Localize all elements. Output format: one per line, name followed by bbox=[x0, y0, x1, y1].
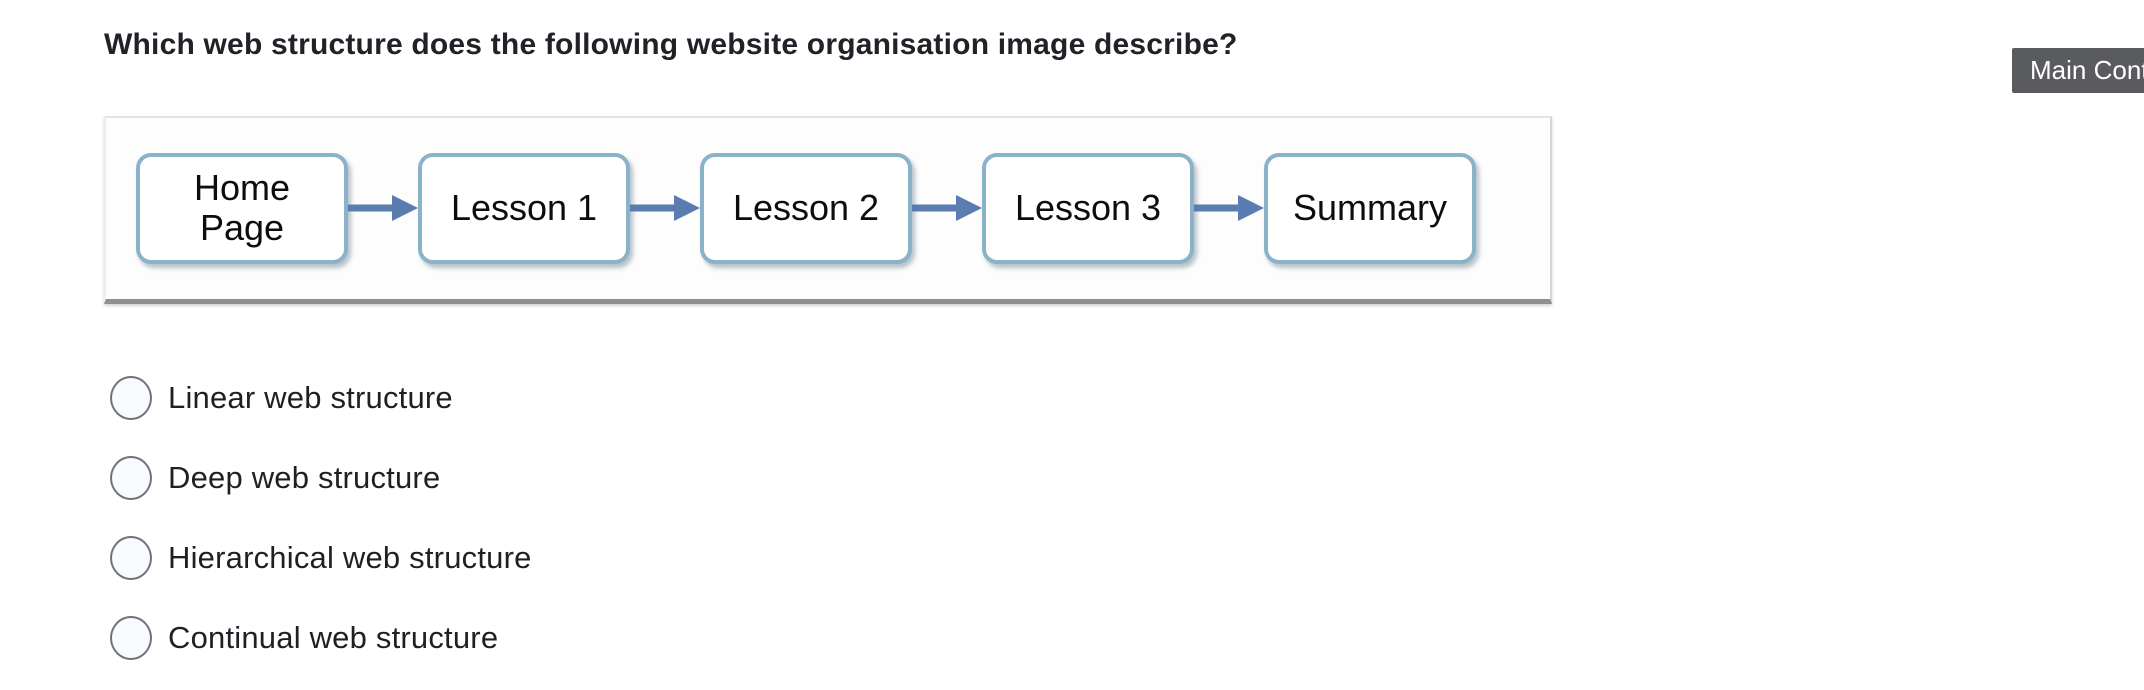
radio-option-linear[interactable]: Linear web structure bbox=[110, 375, 2144, 420]
radio-option-hierarchical[interactable]: Hierarchical web structure bbox=[110, 535, 2144, 580]
answer-options: Linear web structure Deep web structure … bbox=[104, 375, 2144, 660]
radio-option-label[interactable]: Continual web structure bbox=[168, 619, 499, 655]
radio-option-deep[interactable]: Deep web structure bbox=[110, 455, 2144, 500]
flow-node-lesson-3: Lesson 3 bbox=[982, 152, 1194, 264]
flow-node-home-page: Home Page bbox=[136, 152, 348, 264]
arrow-right-icon bbox=[346, 192, 420, 224]
radio-button[interactable] bbox=[110, 375, 152, 420]
website-structure-diagram: Home Page Lesson 1 Lesson 2 Lesson 3 bbox=[104, 115, 1552, 304]
radio-option-label[interactable]: Hierarchical web structure bbox=[168, 539, 532, 575]
radio-button[interactable] bbox=[110, 615, 152, 660]
arrow-right-icon bbox=[628, 192, 702, 224]
radio-option-continual[interactable]: Continual web structure bbox=[110, 615, 2144, 660]
arrow-right-icon bbox=[910, 192, 984, 224]
radio-button[interactable] bbox=[110, 455, 152, 500]
question-text: Which web structure does the following w… bbox=[104, 28, 1238, 61]
flow-node-summary: Summary bbox=[1264, 152, 1476, 264]
radio-option-label[interactable]: Linear web structure bbox=[168, 379, 453, 415]
radio-option-label[interactable]: Deep web structure bbox=[168, 459, 441, 495]
quiz-question-page: Which web structure does the following w… bbox=[104, 28, 2144, 660]
flow-node-lesson-1: Lesson 1 bbox=[418, 152, 630, 264]
radio-button[interactable] bbox=[110, 535, 152, 580]
arrow-right-icon bbox=[1192, 192, 1266, 224]
main-content-badge[interactable]: Main Content bbox=[2012, 48, 2144, 93]
flow-node-lesson-2: Lesson 2 bbox=[700, 152, 912, 264]
